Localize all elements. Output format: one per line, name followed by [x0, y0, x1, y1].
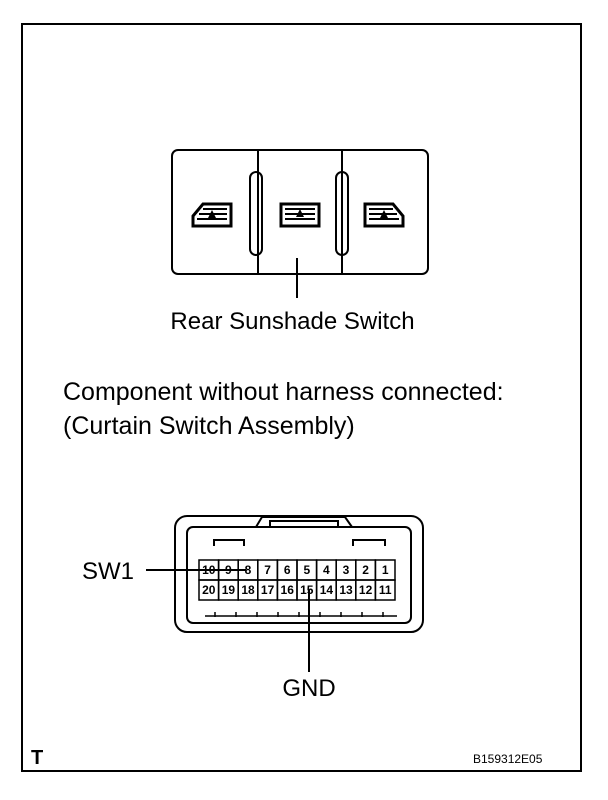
connector-pin-cell — [374, 579, 396, 601]
sunshade-icon — [363, 202, 405, 228]
diagram-frame — [21, 23, 582, 772]
switch-label: Rear Sunshade Switch — [170, 308, 415, 335]
connector-pin-number: 14 — [320, 583, 334, 597]
connector-pin-number: 8 — [245, 563, 252, 577]
connector-pin-number: 20 — [202, 583, 216, 597]
connector-pin-number: 3 — [343, 563, 350, 577]
gnd-label: GND — [282, 675, 336, 702]
connector-pin-number: 12 — [359, 583, 373, 597]
connector-pin-number: 19 — [222, 583, 236, 597]
sw1-label: SW1 — [82, 558, 135, 585]
sunshade-icon — [191, 202, 233, 228]
switch-divider-left — [249, 171, 263, 256]
connector-pin-number: 18 — [241, 583, 255, 597]
connector-pin-number: 5 — [303, 563, 310, 577]
corner-mark: T — [31, 747, 44, 769]
connector-pin-number: 13 — [339, 583, 353, 597]
connector-pin-number: 2 — [362, 563, 369, 577]
connector-pin-number: 1 — [382, 563, 389, 577]
component-caption-line2: (Curtain Switch Assembly) — [63, 412, 355, 440]
connector — [174, 515, 424, 633]
switch-divider-right — [335, 171, 349, 256]
connector-pin-number: 7 — [264, 563, 271, 577]
connector-pin-number: 15 — [300, 583, 314, 597]
sunshade-icon — [279, 202, 321, 228]
component-caption-line1: Component without harness connected: — [63, 378, 504, 406]
connector-pin-number: 11 — [379, 583, 392, 597]
figure-code: B159312E05 — [473, 752, 543, 766]
connector-pin-number: 17 — [261, 583, 275, 597]
connector-pin-number: 6 — [284, 563, 291, 577]
connector-pin-grid: 1098765432120191817161514131211 — [198, 559, 396, 601]
connector-pin-number: 4 — [323, 563, 330, 577]
rear-sunshade-switch — [171, 149, 429, 275]
connector-pin-number: 16 — [281, 583, 295, 597]
